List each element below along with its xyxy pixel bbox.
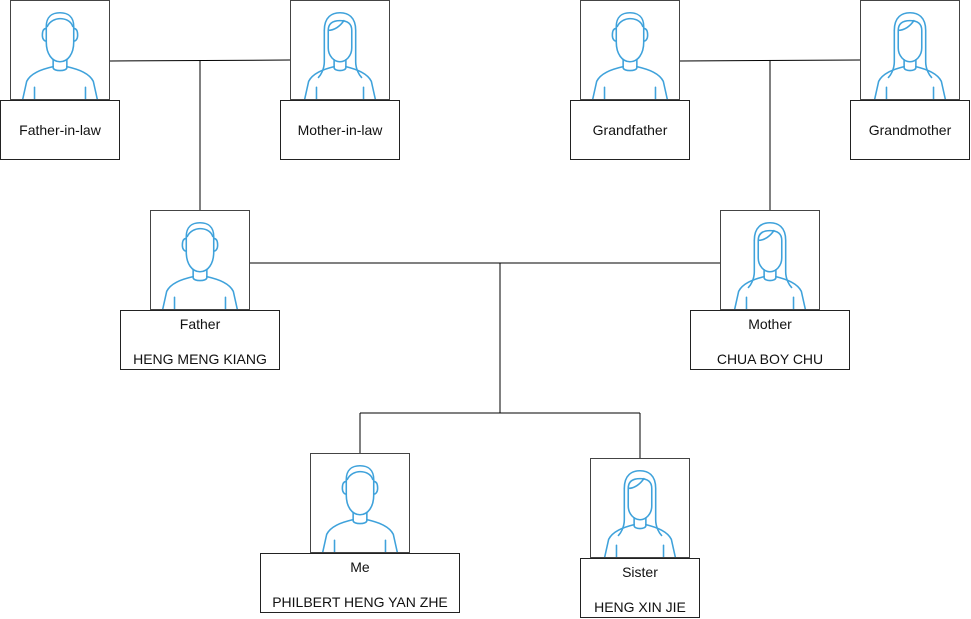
grandmother-card[interactable]: Grandmother [850,100,970,160]
father-in-law-role: Father-in-law [19,122,101,138]
father-in-law-card[interactable]: Father-in-law [0,100,120,160]
female-avatar-icon [733,221,807,309]
female-avatar-icon [873,11,947,99]
male-avatar-icon [161,221,239,309]
male-avatar-icon [591,11,669,99]
me-role: Me [350,559,370,575]
mother-card[interactable]: Mother CHUA BOY CHU [690,310,850,370]
mother-in-law-role: Mother-in-law [297,122,383,138]
sister-name: HENG XIN JIE [594,599,686,615]
sister-role: Sister [622,564,658,580]
me-card[interactable]: Me PHILBERT HENG YAN ZHE [260,553,460,613]
father-in-law-photo[interactable] [10,0,110,100]
grandfather-photo[interactable] [580,0,680,100]
mother-role: Mother [748,316,792,332]
father-role: Father [179,316,221,332]
male-avatar-icon [321,464,399,552]
female-avatar-icon [603,469,677,557]
grandfather-role: Grandfather [592,122,668,138]
me-photo[interactable] [310,453,410,553]
me-name: PHILBERT HENG YAN ZHE [272,594,448,610]
male-avatar-icon [21,11,99,99]
grandmother-role: Grandmother [868,122,952,138]
mother-in-law-card[interactable]: Mother-in-law [280,100,400,160]
sister-photo[interactable] [590,458,690,558]
father-card[interactable]: Father HENG MENG KIANG [120,310,280,370]
mother-photo[interactable] [720,210,820,310]
female-avatar-icon [303,11,377,99]
couple-connector-in-laws [109,59,291,62]
grandmother-photo[interactable] [860,0,960,100]
father-photo[interactable] [150,210,250,310]
sister-card[interactable]: Sister HENG XIN JIE [580,558,700,618]
mother-in-law-photo[interactable] [290,0,390,100]
father-name: HENG MENG KIANG [133,351,267,367]
couple-connector-grandparents [679,59,861,62]
grandfather-card[interactable]: Grandfather [570,100,690,160]
mother-name: CHUA BOY CHU [716,351,824,367]
